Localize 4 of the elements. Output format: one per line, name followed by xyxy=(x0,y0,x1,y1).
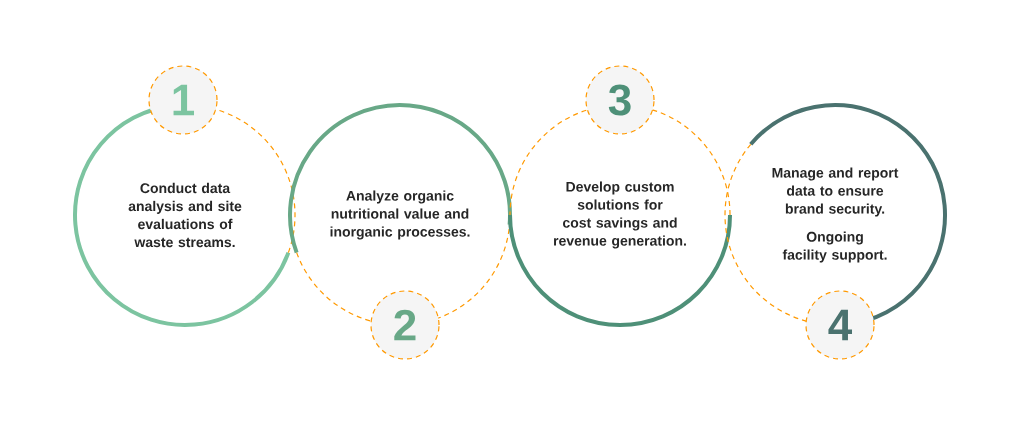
number-badge: 2 xyxy=(370,290,440,360)
number-badge: 4 xyxy=(805,290,875,360)
number-badge: 1 xyxy=(148,65,218,135)
number-badge: 3 xyxy=(585,65,655,135)
